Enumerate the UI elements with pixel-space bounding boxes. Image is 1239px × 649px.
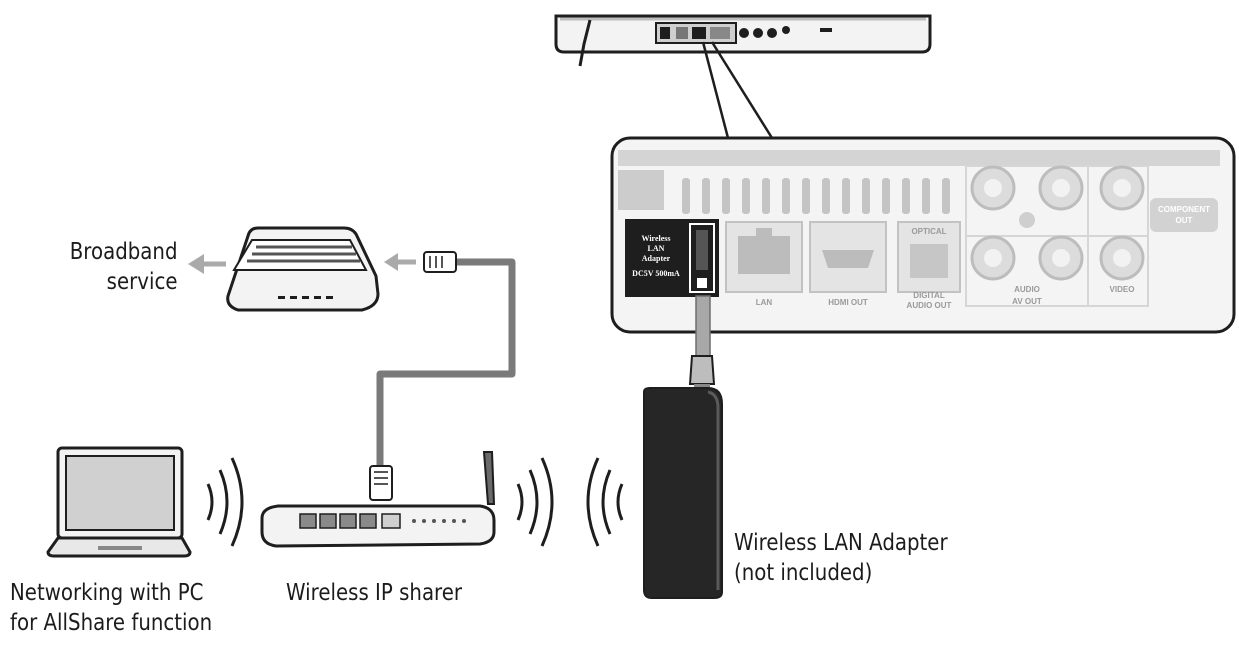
av-out-label: AV OUT — [1012, 297, 1042, 306]
pc-caption-line-1: Networking with PC — [10, 580, 204, 606]
broadband-modem — [226, 226, 380, 312]
component-label-1: COMPONENT — [1158, 205, 1210, 214]
adapter-port-line-1: Wireless — [641, 234, 670, 243]
hdmi-label: HDMI OUT — [828, 298, 868, 307]
ethernet-cable — [369, 251, 516, 501]
broadband-caption-line-2: service — [106, 269, 178, 295]
sharer-caption: Wireless IP sharer — [286, 578, 462, 608]
wireless-router — [260, 451, 496, 548]
video-label: VIDEO — [1110, 285, 1135, 294]
broadband-caption: Broadband service — [64, 237, 178, 297]
component-label-2: OUT — [1176, 216, 1193, 225]
broadband-arrow — [188, 254, 226, 274]
audio-label: AUDIO — [1014, 285, 1040, 294]
optical-label: OPTICAL — [911, 227, 946, 236]
adapter-port-line-2: LAN — [648, 244, 665, 253]
pc-caption: Networking with PC for AllShare function — [10, 578, 212, 638]
adapter-port-line-3: Adapter — [642, 254, 671, 263]
broadband-caption-line-1: Broadband — [69, 239, 178, 265]
rear-panel: Wireless LAN Adapter DC5V 500mA LAN HDMI… — [610, 136, 1236, 334]
player-port-strip — [655, 22, 832, 44]
wifi-signal-router — [516, 457, 554, 547]
wifi-signal-pc — [206, 457, 244, 547]
adapter-caption: Wireless LAN Adapter (not included) — [734, 528, 948, 588]
wifi-signal-adapter — [586, 457, 624, 547]
digital-audio-label-2: AUDIO OUT — [907, 301, 952, 310]
vent-slots — [682, 178, 950, 214]
lan-label: LAN — [756, 298, 773, 307]
wireless-lan-adapter — [643, 387, 723, 599]
laptop-pc — [46, 446, 192, 558]
adapter-caption-line-2: (not included) — [734, 560, 873, 586]
lan-port: LAN — [725, 221, 803, 307]
sharer-caption-line: Wireless IP sharer — [286, 580, 463, 606]
digital-audio-label-1: DIGITAL — [913, 291, 945, 300]
pc-caption-line-2: for AllShare function — [10, 610, 213, 636]
adapter-port-line-4: DC5V 500mA — [632, 269, 680, 278]
player-device — [554, 14, 932, 139]
adapter-caption-line-1: Wireless LAN Adapter — [734, 530, 948, 556]
hdmi-port: HDMI OUT — [809, 221, 887, 307]
component-out-tag: COMPONENT OUT — [1150, 198, 1218, 232]
av-jacks: AUDIO AV OUT VIDEO — [965, 165, 1149, 307]
wireless-lan-port: Wireless LAN Adapter DC5V 500mA — [625, 219, 719, 297]
optical-port: OPTICAL DIGITAL AUDIO OUT — [897, 221, 961, 310]
